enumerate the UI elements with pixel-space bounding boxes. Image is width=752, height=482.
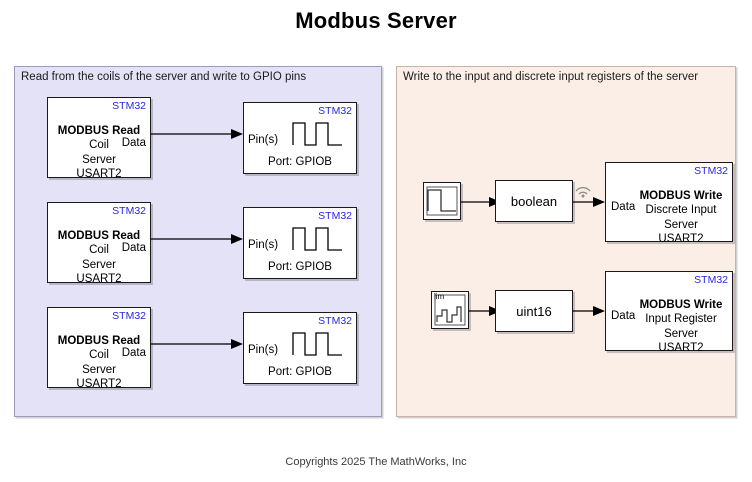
vendor-tag: STM32 bbox=[318, 315, 352, 327]
signal-wire bbox=[151, 339, 243, 349]
server-label: Server bbox=[82, 364, 116, 376]
serial-port-label: USART2 bbox=[76, 168, 122, 180]
vendor-tag: STM32 bbox=[318, 210, 352, 222]
modbus-read-block[interactable]: STM32 MODBUS Read Coil Server USART2 Dat… bbox=[47, 97, 151, 180]
register-type-label: Coil bbox=[89, 244, 109, 256]
server-label: Server bbox=[664, 219, 698, 231]
pulse-generator-icon[interactable] bbox=[423, 182, 461, 220]
server-label: Server bbox=[82, 154, 116, 166]
register-type-label: Input Register bbox=[645, 313, 717, 325]
copyright-footer: Copyrights 2025 The MathWorks, Inc bbox=[285, 456, 467, 468]
input-port-label: Data bbox=[611, 201, 636, 213]
limit-label: lim bbox=[434, 292, 445, 301]
signal-wire bbox=[151, 129, 243, 139]
counter-limited-icon[interactable]: lim bbox=[431, 291, 469, 329]
input-port-label: Pin(s) bbox=[248, 239, 279, 251]
register-type-label: Coil bbox=[89, 349, 109, 361]
annotation-panel-write-label: Write to the input and discrete input re… bbox=[403, 71, 699, 83]
serial-port-label: USART2 bbox=[658, 342, 704, 354]
vendor-tag: STM32 bbox=[112, 310, 146, 322]
server-label: Server bbox=[664, 328, 698, 340]
vendor-tag: STM32 bbox=[694, 165, 728, 177]
input-port-label: Pin(s) bbox=[248, 134, 279, 146]
conversion-label: uint16 bbox=[516, 303, 552, 319]
gpio-port-label: Port: GPIOB bbox=[268, 261, 332, 273]
conversion-label: boolean bbox=[510, 193, 558, 209]
signal-wire bbox=[573, 306, 605, 316]
output-port-label: Data bbox=[121, 347, 146, 359]
serial-port-label: USART2 bbox=[76, 273, 122, 285]
square-wave-icon bbox=[292, 227, 342, 251]
register-type-label: Coil bbox=[89, 139, 109, 151]
block-title: MODBUS Read bbox=[57, 125, 141, 137]
serial-port-label: USART2 bbox=[658, 233, 704, 245]
wireless-signal-icon bbox=[575, 187, 591, 198]
square-wave-icon bbox=[292, 332, 342, 356]
modbus-read-block[interactable]: STM32 MODBUS Read Coil Server USART2 Dat… bbox=[47, 202, 151, 285]
input-port-label: Data bbox=[611, 310, 636, 322]
vendor-tag: STM32 bbox=[694, 274, 728, 286]
gpio-write-block[interactable]: STM32 Pin(s) Port: GPIOB bbox=[243, 312, 357, 384]
data-type-conversion-block[interactable]: uint16 bbox=[495, 290, 573, 332]
block-title: MODBUS Write bbox=[639, 190, 723, 202]
server-label: Server bbox=[82, 259, 116, 271]
block-title: MODBUS Write bbox=[639, 299, 723, 311]
modbus-read-block[interactable]: STM32 MODBUS Read Coil Server USART2 Dat… bbox=[47, 307, 151, 390]
page-title: Modbus Server bbox=[295, 8, 457, 33]
input-port-label: Pin(s) bbox=[248, 344, 279, 356]
vendor-tag: STM32 bbox=[112, 205, 146, 217]
output-port-label: Data bbox=[121, 242, 146, 254]
block-title: MODBUS Read bbox=[57, 230, 141, 242]
gpio-write-block[interactable]: STM32 Pin(s) Port: GPIOB bbox=[243, 207, 357, 279]
pulse-waveform-glyph bbox=[426, 186, 458, 216]
data-type-conversion-block[interactable]: boolean bbox=[495, 180, 573, 222]
signal-wire bbox=[573, 197, 605, 207]
gpio-write-block[interactable]: STM32 Pin(s) Port: GPIOB bbox=[243, 102, 357, 174]
gpio-port-label: Port: GPIOB bbox=[268, 366, 332, 378]
vendor-tag: STM32 bbox=[112, 100, 146, 112]
register-type-label: Discrete Input bbox=[645, 204, 717, 216]
serial-port-label: USART2 bbox=[76, 378, 122, 390]
square-wave-icon bbox=[292, 122, 342, 146]
block-title: MODBUS Read bbox=[57, 335, 141, 347]
vendor-tag: STM32 bbox=[318, 105, 352, 117]
modbus-write-block[interactable]: STM32 Data MODBUS Write Discrete Input S… bbox=[605, 162, 733, 245]
gpio-port-label: Port: GPIOB bbox=[268, 156, 332, 168]
signal-wire bbox=[151, 234, 243, 244]
output-port-label: Data bbox=[121, 137, 146, 149]
annotation-panel-read-label: Read from the coils of the server and wr… bbox=[21, 71, 307, 83]
modbus-write-block[interactable]: STM32 Data MODBUS Write Input Register S… bbox=[605, 271, 733, 354]
staircase-waveform-glyph bbox=[434, 294, 466, 326]
